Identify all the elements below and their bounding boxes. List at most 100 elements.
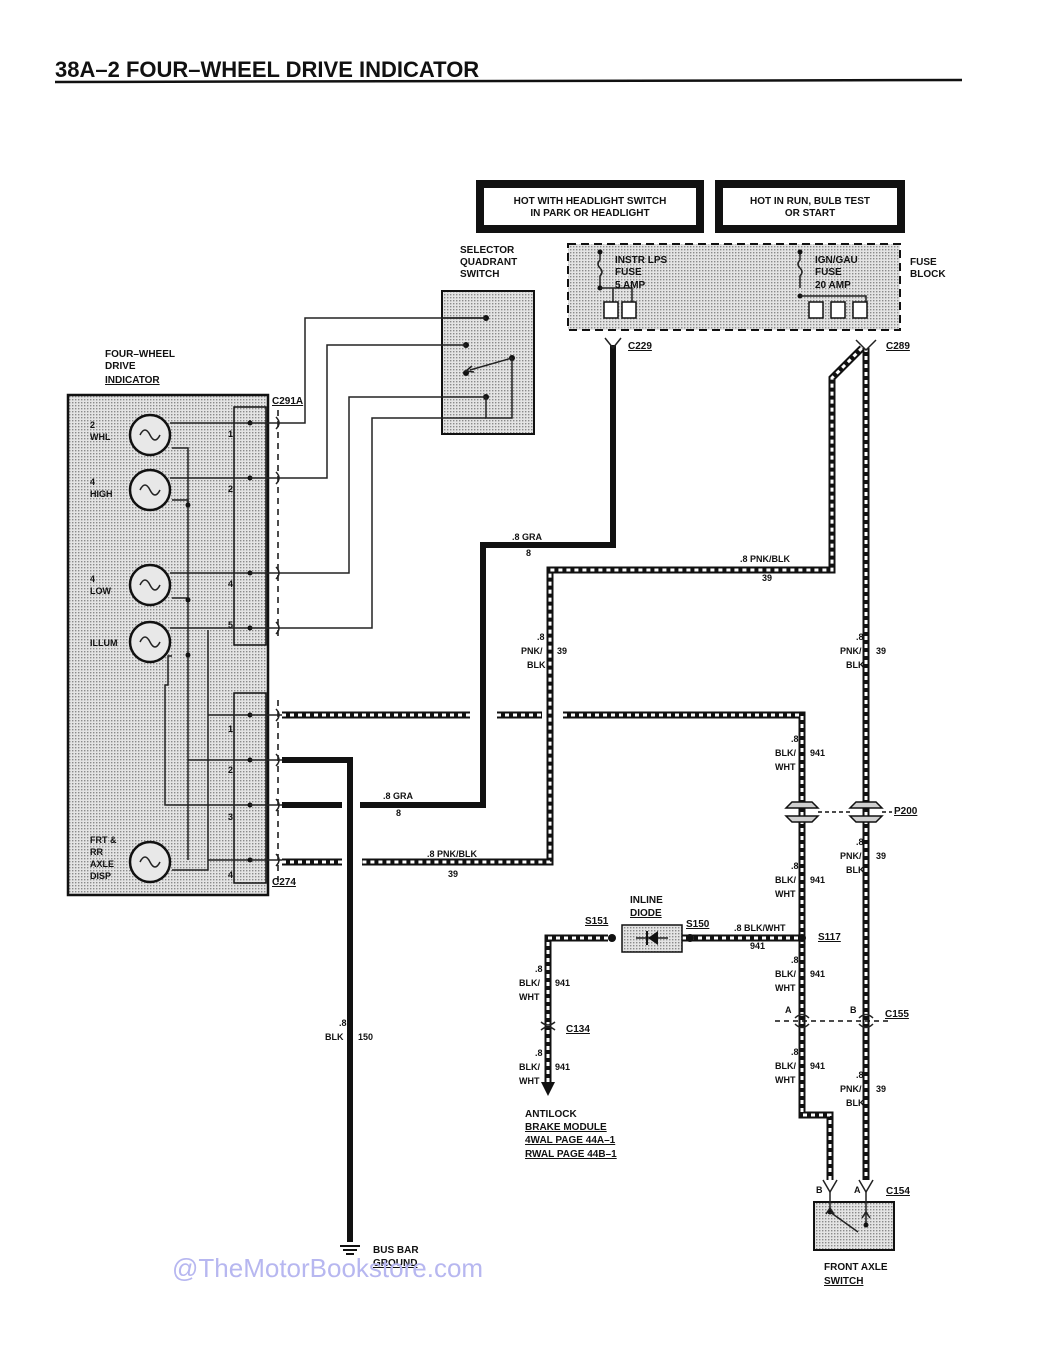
c155-pin-b: B: [850, 1005, 857, 1015]
pnk-right-circuit: 39: [876, 646, 886, 656]
connector-c154: C154: [886, 1186, 910, 1197]
gra-circuit-top: 8: [526, 548, 531, 558]
fuse-instr-lps-label: INSTR LPS: [615, 255, 668, 266]
page-title: 38A–2 FOUR–WHEEL DRIVE INDICATOR: [55, 57, 479, 82]
connector-c134: C134: [566, 1024, 590, 1035]
bw-1c: WHT: [775, 762, 796, 772]
lamp-illum: [128, 620, 172, 664]
wire-blk-wht-941: [282, 711, 834, 1180]
lamp-illum-label: ILLUM: [90, 638, 118, 648]
bw-1-circuit: 941: [810, 748, 825, 758]
c291a-pins: [250, 416, 282, 635]
blk-circuit: 150: [358, 1032, 373, 1042]
ground-label-1: BUS BAR: [373, 1245, 419, 1256]
gra-circuit-bottom: 8: [396, 808, 401, 818]
c289-terminal: [855, 339, 877, 352]
pnk-right2-3: BLK: [846, 865, 865, 875]
connector-p200: P200: [894, 806, 918, 817]
splice-s117: S117: [818, 932, 841, 943]
bw-4c: WHT: [775, 1075, 796, 1085]
bw-1a: .8: [791, 734, 799, 744]
s150-splice: [686, 934, 694, 942]
selector-label-1: SELECTOR: [460, 245, 515, 256]
pin-top-1: 1: [228, 429, 233, 439]
connector-c155: C155: [885, 1009, 909, 1020]
pnk-right-1: .8: [856, 632, 864, 642]
inline-diode: [621, 924, 683, 953]
connector-c289: C289: [886, 341, 910, 352]
wire-pnk-blk-39: [282, 345, 870, 1180]
bw-abs-1-circuit: 941: [555, 978, 570, 988]
selector-label-3: SWITCH: [460, 269, 499, 280]
bw-3-circuit: 941: [810, 969, 825, 979]
abs-label-1: ANTILOCK: [525, 1109, 577, 1120]
pnk-left-2: PNK/: [521, 646, 543, 656]
lamp-4low-label-2: LOW: [90, 586, 111, 596]
lamp-4high: [128, 468, 172, 512]
hot-box-run-line2: OR START: [785, 208, 835, 219]
c134-symbol: [540, 1021, 556, 1031]
c274-pins: [250, 708, 282, 867]
fuse-block-label-2: BLOCK: [910, 269, 946, 280]
bw-4-circuit: 941: [810, 1061, 825, 1071]
pnk-left-3: BLK: [527, 660, 546, 670]
bw-2b: BLK/: [775, 875, 796, 885]
pnk-circuit-top: 39: [762, 573, 772, 583]
hot-box-headlight-line1: HOT WITH HEADLIGHT SWITCH: [514, 196, 667, 207]
pnk-size-top: .8 PNK/BLK: [740, 554, 791, 564]
gra-size-bottom: .8 GRA: [383, 791, 414, 801]
lamp-4high-label-2: HIGH: [90, 489, 113, 499]
watermark: @TheMotorBookstore.com: [172, 1253, 483, 1283]
fuse-ign-gau-fuse: FUSE: [815, 267, 842, 278]
connector-c274: C274: [272, 877, 296, 888]
pin-top-4: 4: [228, 579, 233, 589]
pnk-right-2: PNK/: [840, 646, 862, 656]
bw-abs-2c: WHT: [519, 1076, 540, 1086]
pin-bot-2: 2: [228, 765, 233, 775]
pnk-right3-2: PNK/: [840, 1084, 862, 1094]
fuse-instr-lps-rating: 5 AMP: [615, 280, 646, 291]
fuse-instr-lps-fuse: FUSE: [615, 267, 642, 278]
indicator-label-3: INDICATOR: [105, 375, 160, 386]
indicator-label-2: DRIVE: [105, 361, 136, 372]
lamp-2whl-label-1: 2: [90, 420, 95, 430]
lamp-2whl: [128, 413, 172, 457]
fuse-block-label-1: FUSE: [910, 257, 937, 268]
bw-2-circuit: 941: [810, 875, 825, 885]
fuse-ign-gau-label: IGN/GAU: [815, 255, 858, 266]
bw-abs-1a: .8: [535, 964, 543, 974]
bw-horiz-circuit: 941: [750, 941, 765, 951]
lamp-axle-label-2: RR: [90, 847, 103, 857]
pnk-circuit-bottom: 39: [448, 869, 458, 879]
fuse-instr-lps-symbol: [597, 252, 603, 288]
selector-wires: [282, 317, 486, 629]
bw-abs-1c: WHT: [519, 992, 540, 1002]
lamp-axle-label-1: FRT &: [90, 835, 117, 845]
pnk-right-3: BLK: [846, 660, 865, 670]
bw-3c: WHT: [775, 983, 796, 993]
bw-2a: .8: [791, 861, 799, 871]
title-rule: [54, 78, 963, 84]
splice-s150: S150: [686, 919, 710, 930]
fuse-ign-gau-rating: 20 AMP: [815, 280, 851, 291]
lamp-4low: [128, 563, 172, 607]
pin-top-5: 5: [228, 620, 233, 630]
hot-box-run: HOT IN RUN, BULB TEST OR START: [715, 180, 905, 233]
abs-arrow: [541, 1082, 555, 1096]
lamp-4high-label-1: 4: [90, 477, 95, 487]
blk-1: .8: [339, 1018, 347, 1028]
c154-pin-b: B: [816, 1185, 823, 1195]
blk-2: BLK: [325, 1032, 344, 1042]
wire-blk-150: [282, 757, 353, 1242]
connector-c229: C229: [628, 341, 652, 352]
pnk-right2-2: PNK/: [840, 851, 862, 861]
connector-c291a: C291A: [272, 396, 303, 407]
bw-4b: BLK/: [775, 1061, 796, 1071]
hot-box-headlight-line2: IN PARK OR HEADLIGHT: [530, 208, 649, 219]
lamp-axle-label-3: AXLE: [90, 859, 114, 869]
pnk-right2-circuit: 39: [876, 851, 886, 861]
bw-abs-1b: BLK/: [519, 978, 540, 988]
pnk-right3-circuit: 39: [876, 1084, 886, 1094]
bw-abs-2-circuit: 941: [555, 1062, 570, 1072]
